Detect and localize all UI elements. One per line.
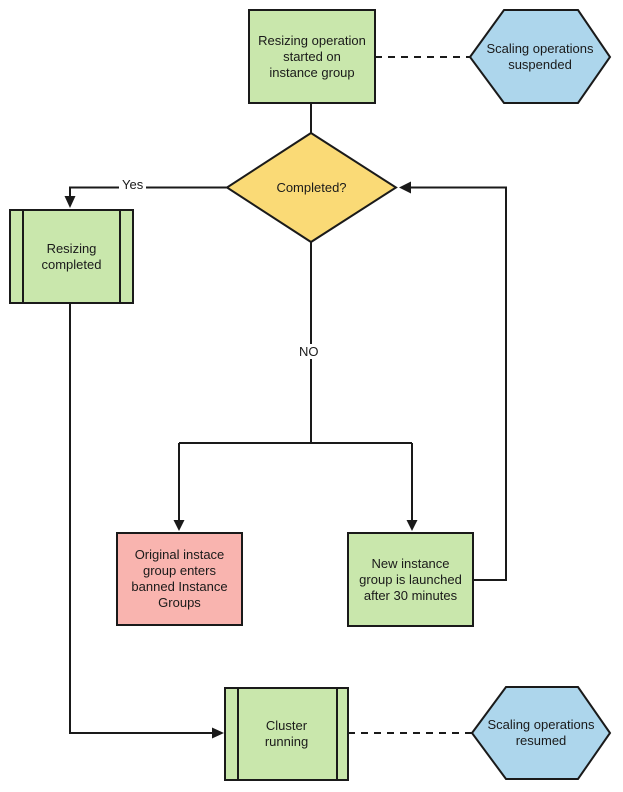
node-new-instance-group[interactable] [347, 532, 474, 627]
arrowhead-cluster-right-icon [212, 727, 224, 739]
arrowhead-yes-down-icon [64, 196, 76, 208]
connector-completed-to-cluster [69, 303, 212, 734]
node-banned-instance-groups[interactable] [116, 532, 243, 626]
node-resizing-started[interactable] [248, 9, 376, 104]
node-resizing-completed[interactable] [9, 209, 134, 304]
node-completed-decision[interactable] [225, 131, 398, 244]
arrowhead-banned-down-icon [173, 520, 185, 531]
node-scaling-suspended[interactable] [468, 9, 612, 104]
arrowhead-new-instance-down-icon [406, 520, 418, 531]
connector-new-instance-to-decision [411, 186, 507, 581]
node-scaling-resumed[interactable] [470, 686, 612, 780]
node-cluster-running[interactable] [224, 687, 349, 781]
connector-decision-yes [69, 186, 227, 196]
arrowhead-decision-left-icon [399, 181, 411, 194]
